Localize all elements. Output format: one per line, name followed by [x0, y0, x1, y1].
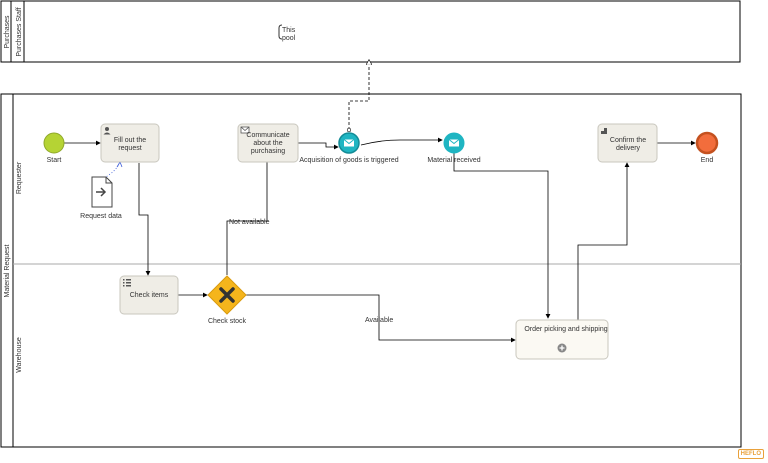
flow-not-available [226, 152, 270, 275]
task-fill-out-request[interactable]: Fill out the request [100, 123, 160, 163]
sequence-flows [64, 137, 696, 343]
expand-plus-icon[interactable] [557, 343, 567, 353]
requester-lane-label: Requester [16, 161, 23, 194]
envelope-icon [343, 139, 355, 147]
task-fill-line1: Fill out the [114, 137, 146, 144]
task-communicate-line3: purchasing [251, 148, 285, 155]
task-confirm-line1: Confirm the [610, 137, 646, 144]
gateway-label: Check stock [208, 318, 247, 325]
purchases-pool[interactable]: Purchases Purchases Staff This pool [0, 0, 741, 63]
flow-acquisition-to-received [360, 137, 443, 146]
list-icon [123, 279, 131, 287]
heflo-badge[interactable]: HEFLO [737, 449, 764, 459]
acquisition-message-event[interactable] [338, 132, 360, 154]
flow-label-available: Available [365, 317, 393, 324]
user-icon [103, 127, 111, 135]
envelope-icon [448, 139, 460, 147]
data-object-request-data[interactable] [91, 176, 113, 208]
end-event[interactable] [695, 131, 719, 155]
subprocess-label: Order picking and shipping [524, 326, 607, 333]
task-confirm-line2: delivery [616, 145, 641, 152]
task-communicate-line1: Communicate [246, 132, 289, 139]
pool-note-line1: This [282, 27, 296, 34]
subprocess-order-picking[interactable]: Order picking and shipping [515, 319, 609, 360]
task-confirm-delivery[interactable]: Confirm the delivery [597, 123, 658, 163]
task-communicate-line2: about the [253, 140, 282, 147]
flow-label-not-available: Not available [229, 219, 270, 226]
send-envelope-icon [240, 126, 250, 134]
purchases-pool-label: Purchases [4, 15, 11, 49]
material-received-label: Material received [427, 157, 480, 164]
task-fill-line2: request [118, 145, 141, 152]
data-object-label: Request data [80, 213, 122, 220]
start-event-label: Start [47, 157, 62, 164]
material-received-event[interactable] [443, 132, 465, 154]
task-check-items[interactable]: Check items [119, 275, 179, 315]
flow-available [246, 294, 516, 343]
input-arrow-icon [96, 187, 107, 197]
exclusive-x-icon [219, 287, 235, 303]
task-check-items-label: Check items [130, 292, 169, 299]
flow-communicate-to-acquisition [298, 142, 339, 150]
flow-received-to-order [453, 153, 551, 319]
acquisition-event-label: Acquisition of goods is triggered [299, 157, 398, 164]
flow-fill-to-check [138, 163, 151, 276]
purchases-staff-lane-label: Purchases Staff [16, 7, 23, 56]
flow-order-to-confirm [577, 162, 630, 320]
gateway-check-stock[interactable] [207, 275, 247, 315]
material-request-pool-label: Material Request [4, 244, 11, 297]
task-communicate-purchasing[interactable]: Communicate about the purchasing [237, 123, 299, 163]
hand-icon [601, 128, 607, 134]
end-event-label: End [701, 157, 714, 164]
annotation-bracket [278, 24, 283, 40]
start-event[interactable] [43, 132, 65, 154]
pool-note-line2: pool [282, 35, 296, 42]
warehouse-lane-label: Warehouse [16, 337, 23, 373]
